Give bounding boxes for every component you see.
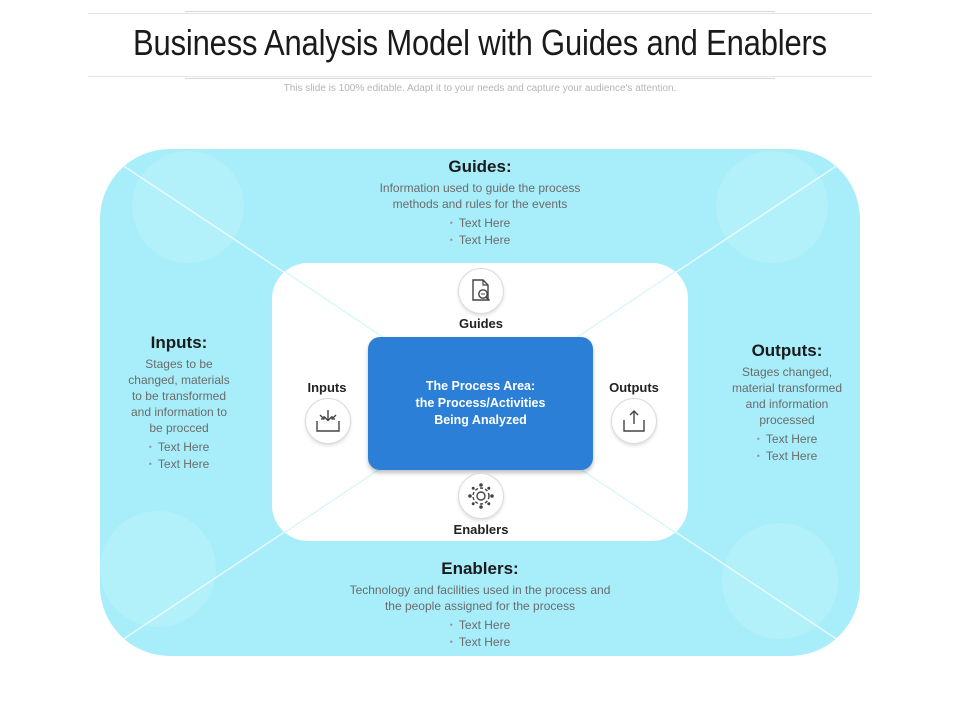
inputs-desc-line: Stages to be [145, 357, 213, 371]
process-area-box: The Process Area: the Process/Activities… [368, 337, 593, 470]
outputs-bullet: Text Here [718, 448, 856, 465]
outputs-panel: Outputs: Stages changed, material transf… [718, 340, 856, 465]
slide-title: Business Analysis Model with Guides and … [133, 22, 827, 63]
outputs-bullet: Text Here [718, 431, 856, 448]
title-top-rule-inner [185, 11, 775, 12]
enablers-panel: Enablers: Technology and facilities used… [310, 558, 650, 651]
outputs-bullets: Text Here Text Here [718, 431, 856, 465]
inputs-desc-line: be procced [149, 421, 209, 435]
inputs-bullet: Text Here [114, 456, 244, 473]
enablers-icon-circle [458, 473, 504, 519]
inputs-icon-circle [305, 398, 351, 444]
document-search-icon [472, 279, 491, 302]
gear-network-icon [468, 483, 494, 509]
enablers-desc-line: the people assigned for the process [384, 599, 576, 613]
process-area-line-3: Being Analyzed [434, 413, 527, 427]
share-export-icon [623, 410, 645, 432]
guides-bullets: Text Here Text Here [330, 215, 630, 249]
guides-icon-circle [458, 268, 504, 314]
inputs-bullet: Text Here [114, 439, 244, 456]
outputs-heading: Outputs: [751, 341, 823, 360]
inputs-heading: Inputs: [150, 333, 208, 352]
inputs-desc-line: to be transformed [131, 389, 227, 403]
slide-subtitle: This slide is 100% editable. Adapt it to… [283, 83, 677, 94]
enablers-desc-line: Technology and facilities used in the pr… [349, 583, 611, 597]
guides-desc-line: Information used to guide the process [379, 181, 581, 195]
inputs-desc-line: and information to [130, 405, 228, 419]
enablers-bullet: Text Here [310, 634, 650, 651]
outputs-desc-line: processed [759, 413, 815, 427]
guides-bullet: Text Here [330, 215, 630, 232]
guides-desc-line: methods and rules for the events [392, 197, 568, 211]
guides-heading: Guides: [448, 157, 512, 176]
inputs-desc-line: changed, materials [128, 373, 230, 387]
inputs-panel: Inputs: Stages to be changed, materials … [114, 332, 244, 473]
guides-icon-label: Guides [458, 316, 504, 331]
outputs-desc-line: material transformed [731, 381, 843, 395]
inputs-bullets: Text Here Text Here [114, 439, 244, 473]
outputs-icon-label: Outputs [609, 380, 659, 395]
guides-panel: Guides: Information used to guide the pr… [330, 156, 630, 249]
outputs-icon-circle [611, 398, 657, 444]
process-area-line-1: The Process Area: [425, 379, 536, 393]
enablers-heading: Enablers: [441, 559, 519, 578]
enablers-icon-label: Enablers [453, 522, 509, 537]
inbox-arrows-icon [316, 410, 340, 432]
outputs-desc-line: and information [745, 397, 829, 411]
outputs-desc-line: Stages changed, [741, 365, 833, 379]
guides-bullet: Text Here [330, 232, 630, 249]
enablers-bullet: Text Here [310, 617, 650, 634]
title-bottom-rule-inner [185, 78, 775, 79]
title-top-rule [88, 13, 872, 14]
process-area-line-2: the Process/Activities [415, 396, 546, 410]
inputs-icon-label: Inputs [307, 380, 347, 395]
title-bottom-rule [88, 76, 872, 77]
enablers-bullets: Text Here Text Here [310, 617, 650, 651]
